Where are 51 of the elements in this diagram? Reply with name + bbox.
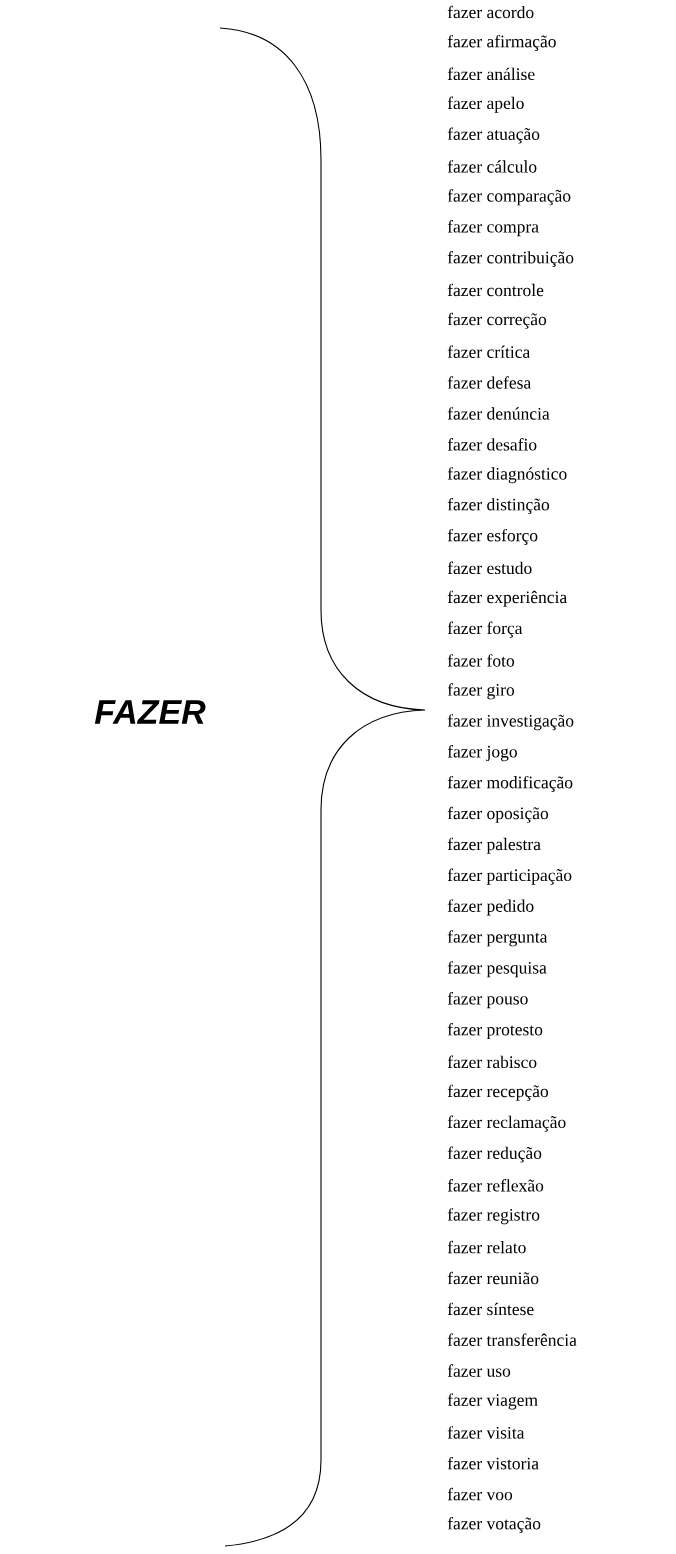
list-item: fazer cálculo (447, 160, 537, 173)
list-item: fazer recepção (447, 1084, 549, 1101)
list-item: fazer apelo (447, 96, 524, 113)
list-item: fazer investigação (447, 714, 574, 731)
list-item: fazer crítica (447, 345, 531, 358)
list-item: fazer oposição (447, 806, 549, 823)
list-item: fazer registro (447, 1208, 540, 1225)
list-item: fazer participação (447, 868, 572, 885)
list-item: fazer reclamação (447, 1115, 566, 1132)
list-item: fazer relato (447, 1240, 526, 1254)
list-item: fazer palestra (447, 837, 541, 854)
list-item: fazer pesquisa (447, 961, 547, 978)
list-item: fazer força (447, 621, 523, 638)
list-item: fazer análise (447, 67, 535, 81)
list-item: fazer pergunta (447, 930, 548, 947)
list-item: fazer denúncia (447, 407, 550, 420)
list-item: fazer afirmação (447, 34, 556, 51)
list-item: fazer votação (447, 1517, 541, 1534)
list-item: fazer reunião (447, 1271, 539, 1285)
list-item: fazer transferência (447, 1333, 577, 1346)
list-item: fazer redução (447, 1146, 542, 1163)
list-item: fazer voo (447, 1487, 513, 1501)
list-item: fazer defesa (447, 376, 531, 389)
list-item: fazer atuação (447, 127, 540, 144)
list-item: fazer reflexão (447, 1179, 544, 1192)
list-item: fazer estudo (447, 561, 532, 575)
list-item: fazer acordo (447, 5, 534, 19)
list-item: fazer comparação (447, 189, 571, 206)
list-item: fazer diagnóstico (447, 467, 567, 484)
list-item: fazer distinção (447, 498, 550, 515)
list-item: fazer experiência (447, 590, 567, 607)
list-item: fazer pedido (447, 899, 534, 916)
list-item: fazer síntese (447, 1302, 534, 1316)
list-item: fazer protesto (447, 1023, 543, 1040)
heading-word: FAZER (94, 700, 206, 724)
list-item: fazer uso (447, 1364, 511, 1377)
list-item: fazer jogo (447, 745, 517, 762)
list-item: fazer desafio (447, 438, 537, 451)
list-item: fazer esforço (447, 528, 538, 545)
list-item: fazer correção (447, 312, 547, 329)
list-item: fazer compra (447, 220, 539, 237)
list-item: fazer viagem (447, 1393, 538, 1410)
list-item: fazer modificação (447, 775, 573, 792)
list-item: fazer vistoria (447, 1456, 539, 1470)
list-item: fazer foto (447, 654, 515, 667)
list-item: fazer contribuição (447, 251, 574, 268)
list-item: fazer visita (447, 1426, 525, 1439)
list-item: fazer pouso (447, 992, 528, 1009)
list-item: fazer rabisco (447, 1055, 537, 1069)
list-item: fazer controle (447, 283, 544, 297)
list-item: fazer giro (447, 683, 515, 700)
